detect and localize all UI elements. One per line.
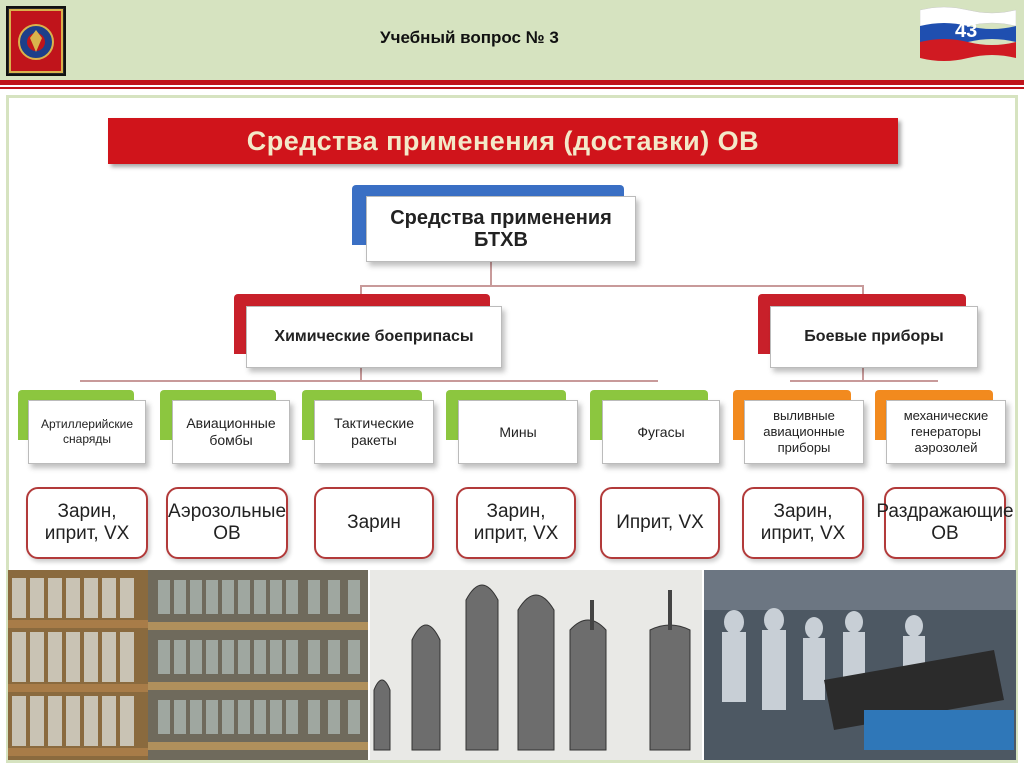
- agent-value: Зарин: [347, 512, 401, 533]
- agent-value: Зарин, иприт, VX: [44, 501, 130, 544]
- agent-value-box: Аэрозольные ОВ: [166, 487, 288, 559]
- agent-value: Иприт, VX: [616, 512, 704, 533]
- item-mines: Мины: [458, 400, 578, 464]
- item-label: Фугасы: [637, 424, 685, 440]
- item-label: Тактические ракеты: [333, 415, 415, 448]
- header-divider: [0, 80, 1024, 85]
- slide-header: [0, 0, 1024, 80]
- header-divider-thin: [0, 87, 1024, 89]
- emblem-logo: [6, 6, 66, 76]
- category-chemical-munitions: Химические боеприпасы: [246, 306, 502, 368]
- category-combat-devices: Боевые приборы: [770, 306, 978, 368]
- item-fougasse: Фугасы: [602, 400, 720, 464]
- banner-title: Средства применения (доставки) ОВ: [246, 126, 760, 156]
- connector: [80, 380, 658, 382]
- agent-value-box: Раздражающие ОВ: [876, 487, 1014, 559]
- agent-value: Зарин, иприт, VX: [760, 501, 846, 544]
- connector: [360, 285, 362, 297]
- agent-value-box: Зарин, иприт, VX: [26, 487, 148, 559]
- photo-chemical-munitions: [370, 570, 702, 760]
- agent-value: Аэрозольные ОВ: [167, 501, 287, 544]
- item-label: выливные авиационные приборы: [763, 408, 845, 455]
- root-line1: Средства применения: [390, 207, 612, 229]
- item-aviation-bombs: Авиационные бомбы: [172, 400, 290, 464]
- connector: [360, 285, 863, 287]
- agent-value: Зарин, иприт, VX: [473, 501, 559, 544]
- agent-value-box: Зарин, иприт, VX: [456, 487, 576, 559]
- connector: [862, 368, 864, 380]
- item-pouring-devices: выливные авиационные приборы: [744, 400, 864, 464]
- photo-munitions-stockpile: [8, 570, 368, 760]
- category-label: Боевые приборы: [804, 328, 944, 345]
- agent-value: Раздражающие ОВ: [876, 501, 1014, 544]
- page-number: 43: [955, 20, 978, 42]
- agent-value-box: Зарин, иприт, VX: [742, 487, 864, 559]
- item-label: Артиллерийские снаряды: [41, 417, 133, 446]
- connector: [360, 368, 362, 380]
- item-label: Авиационные бомбы: [186, 415, 276, 448]
- connector: [490, 262, 492, 286]
- category-label: Химические боеприпасы: [274, 328, 474, 345]
- root-line2: БТХВ: [474, 229, 528, 251]
- connector: [862, 285, 864, 297]
- diagram-banner: Средства применения (доставки) ОВ: [108, 118, 898, 164]
- photo-decontamination-workers: [704, 570, 1016, 760]
- agent-value-box: Зарин: [314, 487, 434, 559]
- item-label: механические генераторы аэрозолей: [903, 408, 989, 455]
- root-node: Средства применения БТХВ: [366, 196, 636, 262]
- item-label: Мины: [499, 424, 537, 440]
- item-artillery-shells: Артиллерийские снаряды: [28, 400, 146, 464]
- connector: [790, 380, 938, 382]
- agent-value-box: Иприт, VX: [600, 487, 720, 559]
- item-tactical-missiles: Тактические ракеты: [314, 400, 434, 464]
- item-aerosol-generators: механические генераторы аэрозолей: [886, 400, 1006, 464]
- slide-title: Учебный вопрос № 3: [380, 28, 559, 47]
